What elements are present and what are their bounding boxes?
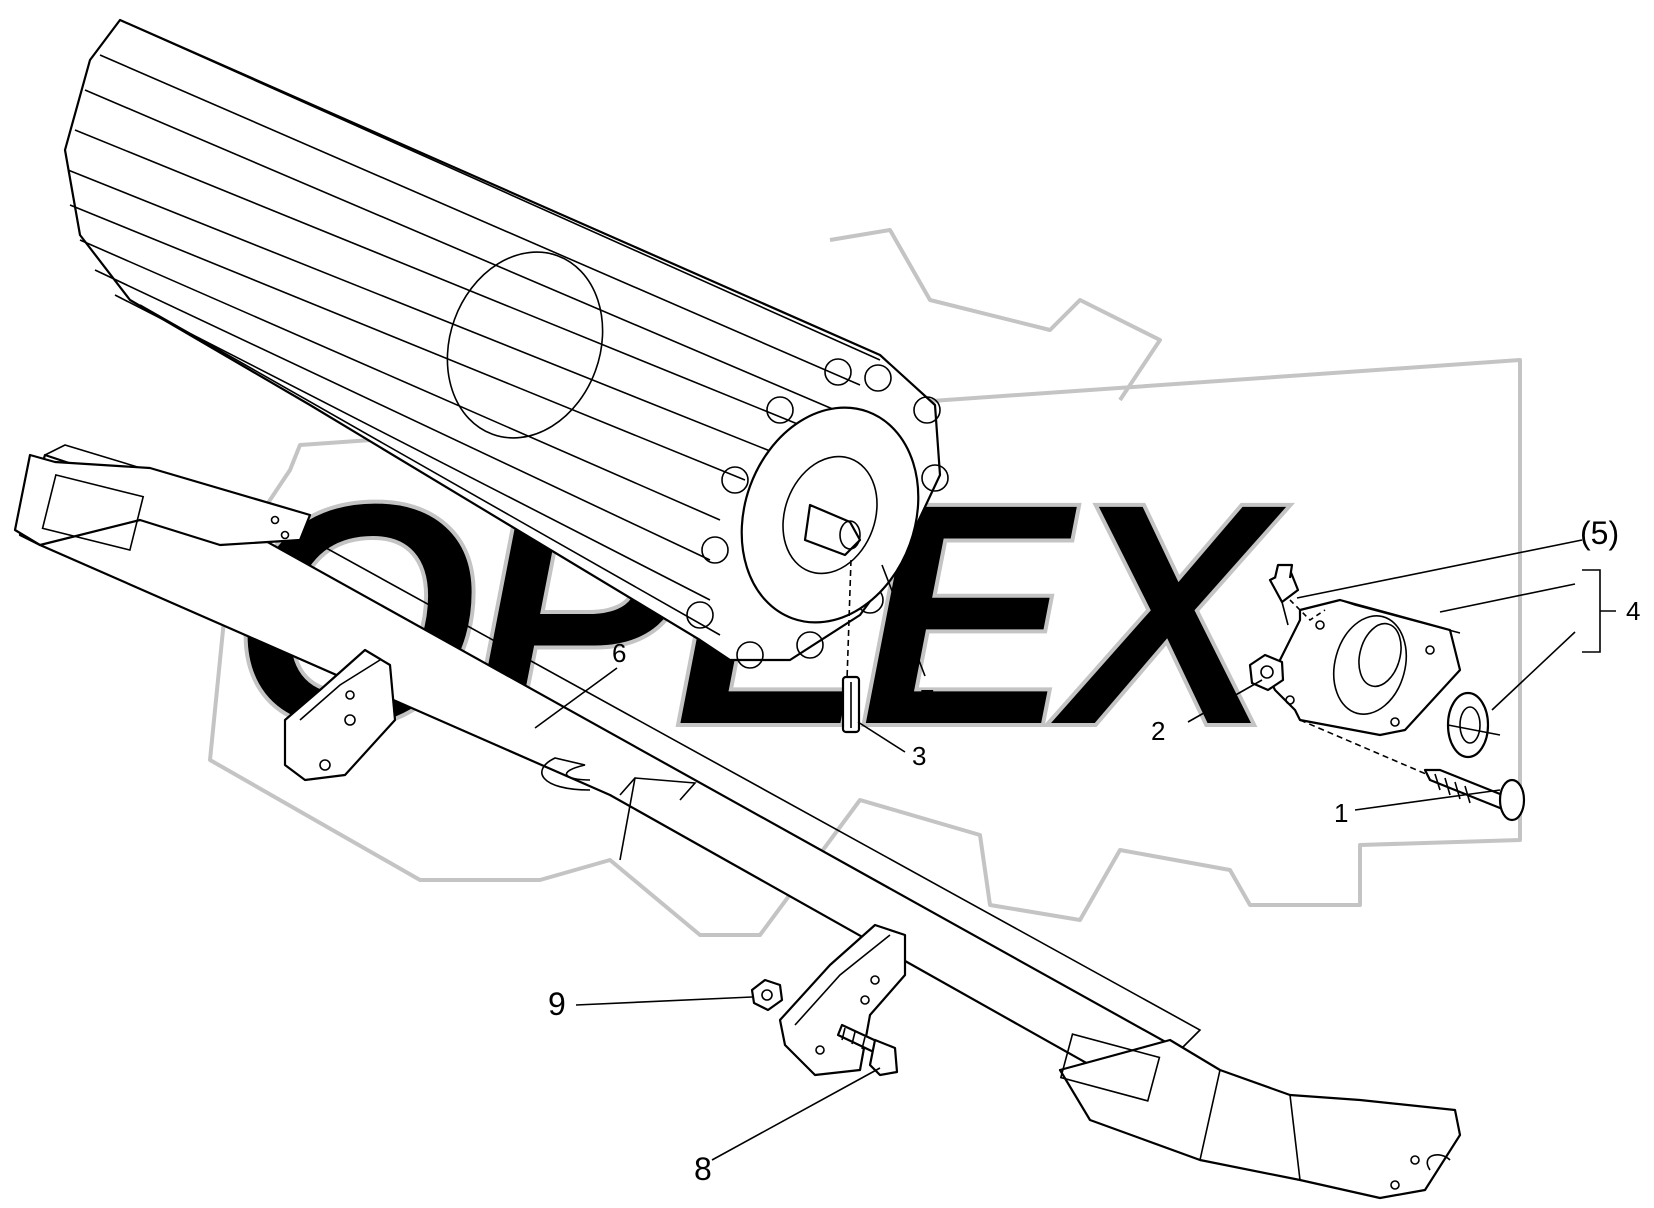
leader-lines bbox=[534, 539, 1616, 1161]
roller-body bbox=[63, 18, 942, 662]
leader-6 bbox=[534, 667, 618, 729]
leader-9 bbox=[575, 996, 753, 1006]
callout-labels: 1 2 3 4 (5) 6 7 8 9 bbox=[548, 515, 1640, 1187]
leader-4a bbox=[1439, 583, 1576, 613]
leader-7 bbox=[881, 564, 926, 677]
callout-4: 4 bbox=[1626, 596, 1640, 626]
roller-assembly bbox=[63, 18, 949, 669]
leader-1 bbox=[1354, 789, 1501, 811]
leader-5 bbox=[1296, 539, 1583, 599]
roller-shaft bbox=[803, 503, 862, 557]
frame-right-tail bbox=[1058, 1038, 1462, 1200]
frame-left-bracket bbox=[283, 648, 397, 782]
leader-2 bbox=[1187, 679, 1263, 723]
callout-9: 9 bbox=[548, 986, 566, 1022]
callout-2: 2 bbox=[1151, 716, 1165, 746]
bracket-4 bbox=[1582, 569, 1616, 653]
grease-nipple bbox=[1268, 563, 1326, 626]
callout-5: (5) bbox=[1580, 515, 1619, 551]
leader-3 bbox=[857, 721, 906, 753]
frame-beam bbox=[13, 444, 1462, 1200]
callout-1: 1 bbox=[1334, 798, 1348, 828]
bearing-housing bbox=[1268, 598, 1462, 737]
pin-part bbox=[841, 559, 861, 734]
callout-6: 6 bbox=[612, 638, 626, 668]
frame-left-end-plate bbox=[13, 453, 312, 547]
frame-u-clip bbox=[541, 757, 591, 791]
frame-lower-bracket bbox=[778, 923, 907, 1077]
bolt-part-8 bbox=[836, 1023, 899, 1077]
leader-8 bbox=[711, 1067, 881, 1161]
bolt-part-1 bbox=[1299, 719, 1526, 822]
watermark-gear-outline bbox=[208, 228, 1522, 937]
callout-8: 8 bbox=[694, 1151, 712, 1187]
nut-part-9 bbox=[750, 978, 784, 1012]
callout-3: 3 bbox=[912, 741, 926, 771]
bearing-ring bbox=[1446, 691, 1501, 759]
leader-4b bbox=[1491, 631, 1576, 711]
callout-7: 7 bbox=[920, 684, 934, 714]
